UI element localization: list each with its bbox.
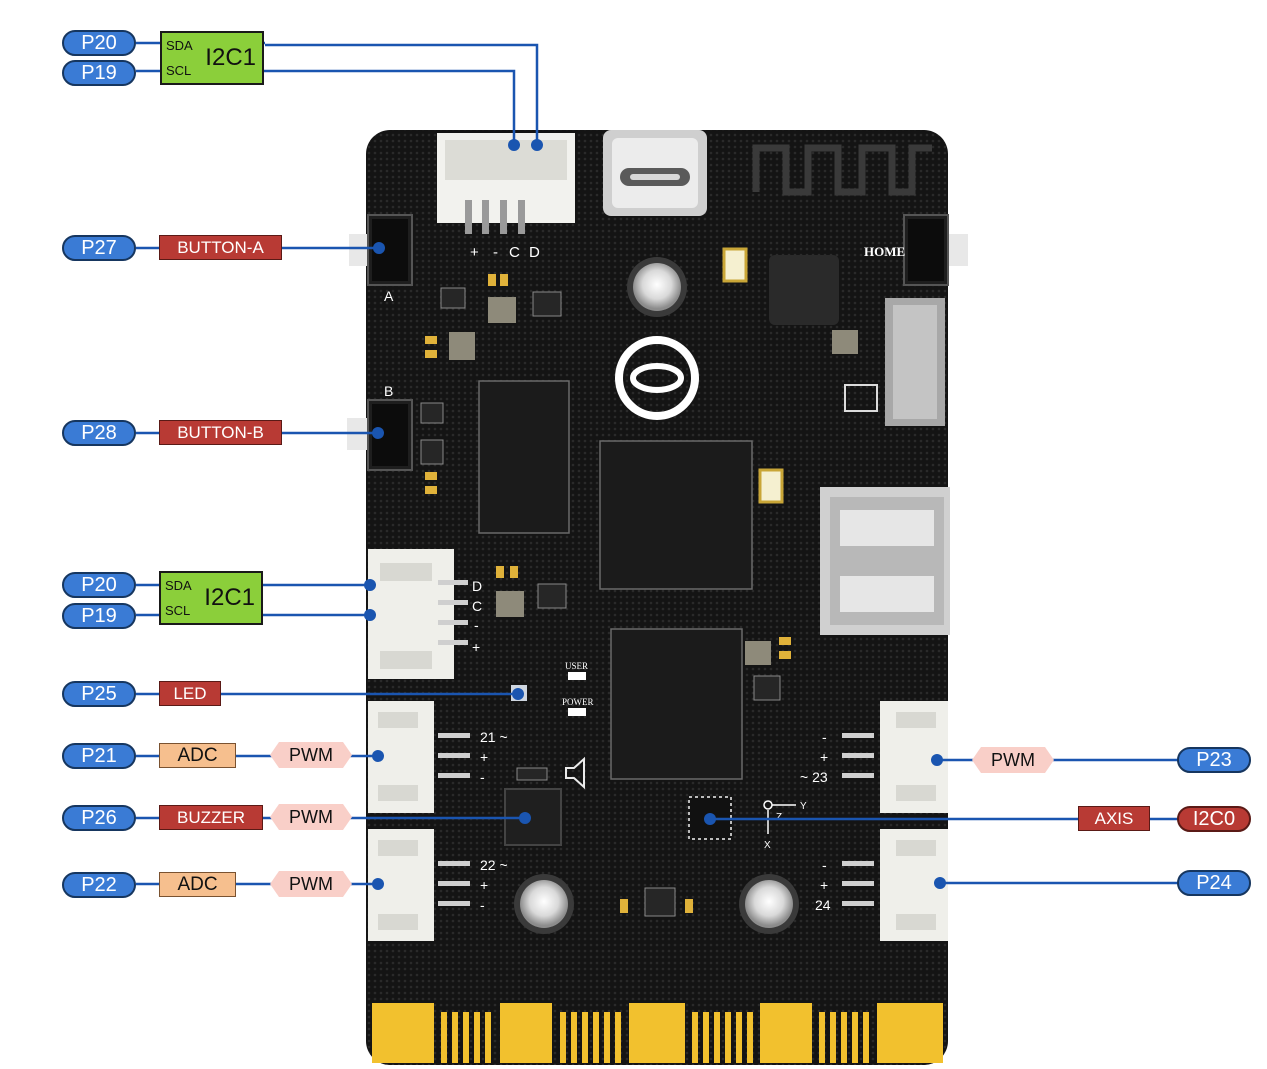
silk-home: HOME [864, 244, 905, 259]
silk-axis-z: Z [776, 812, 782, 823]
wifi-chip [769, 255, 839, 325]
pwm-label-p26: PWM [270, 804, 352, 830]
i2c1-label: I2C1 [204, 584, 255, 611]
adc-label-p22: ADC [159, 872, 236, 897]
silk-mid-plus: + [472, 639, 480, 655]
silk-user: USER [565, 661, 588, 671]
i2c1-box-top: SDA SCL I2C1 [160, 31, 264, 85]
usb-c-port [603, 130, 707, 216]
pin-p27: P27 [62, 235, 136, 261]
pin-p26: P26 [62, 805, 136, 831]
i2c1-box-mid: SDA SCL I2C1 [159, 571, 263, 625]
silk-21-minus: - [480, 769, 485, 785]
silk-24-minus: - [822, 857, 827, 873]
silk-23-plus: + [820, 749, 828, 765]
main-processor [599, 440, 753, 590]
edge-connector [372, 1003, 943, 1063]
silk-22-minus: - [480, 897, 485, 913]
top-i2c-connector [437, 133, 575, 234]
scl-label: SCL [166, 63, 192, 78]
pin-p19-mid: P19 [62, 603, 136, 629]
axis-symbol [763, 800, 796, 834]
pwm-label-p23: PWM [972, 747, 1054, 773]
controller-board: A B HOME USER POWER + - C D D C - + 21 ~… [347, 130, 968, 1065]
scl-label: SCL [165, 603, 191, 618]
silk-24-plus: + [820, 877, 828, 893]
grove-connector-p23 [880, 701, 948, 813]
buzzer-label: BUZZER [159, 805, 263, 830]
pwm-label-p21: PWM [270, 742, 352, 768]
pin-p22: P22 [62, 872, 136, 898]
speaker-icon [565, 756, 585, 790]
silk-b: B [384, 383, 393, 399]
silk-a: A [384, 288, 394, 304]
led-label: LED [159, 681, 221, 706]
silk-mid-c: C [472, 598, 482, 614]
second-processor [610, 628, 743, 780]
grove-connector-i2c [368, 549, 454, 679]
silk-21-plus: + [480, 749, 488, 765]
silk-axis-y: Y [800, 801, 807, 812]
brand-logo [615, 336, 699, 420]
pin-p20-mid: P20 [62, 572, 136, 598]
pin-p28: P28 [62, 420, 136, 446]
pin-p19-top: P19 [62, 60, 136, 86]
i2c1-label: I2C1 [205, 44, 256, 71]
pin-p25: P25 [62, 681, 136, 707]
home-button [903, 214, 968, 286]
axis-label: AXIS [1078, 806, 1150, 831]
silk-mid-minus: - [474, 617, 479, 633]
usb-a-port [820, 487, 950, 635]
silk-top-minus: - [493, 244, 498, 261]
pwm-label-p22: PWM [270, 871, 352, 897]
adc-label-p21: ADC [159, 743, 236, 768]
silk-top-d: D [529, 244, 540, 261]
button-a-label: BUTTON-A [159, 235, 282, 260]
pin-p23: P23 [1177, 747, 1251, 773]
silk-mid-d: D [472, 578, 482, 594]
silk-21: 21 ~ [480, 729, 508, 745]
sda-label: SDA [166, 38, 193, 53]
silk-23: ~ 23 [800, 769, 828, 785]
pin-p24: P24 [1177, 870, 1251, 896]
connector-dots [364, 139, 946, 890]
silk-22-plus: + [480, 877, 488, 893]
sda-label: SDA [165, 578, 192, 593]
silk-24: 24 [815, 897, 831, 913]
antenna-trace [752, 144, 932, 196]
pin-p20-top: P20 [62, 30, 136, 56]
silk-top-c: C [509, 244, 520, 261]
silk-22: 22 ~ [480, 857, 508, 873]
pin-p21: P21 [62, 743, 136, 769]
pin-i2c0: I2C0 [1177, 806, 1251, 832]
silk-23-minus: - [822, 729, 827, 745]
silk-power: POWER [562, 697, 594, 707]
silk-top-plus: + [470, 244, 479, 261]
button-b-label: BUTTON-B [159, 420, 282, 445]
flash-chip [478, 380, 570, 534]
silk-axis-x: X [764, 840, 771, 851]
